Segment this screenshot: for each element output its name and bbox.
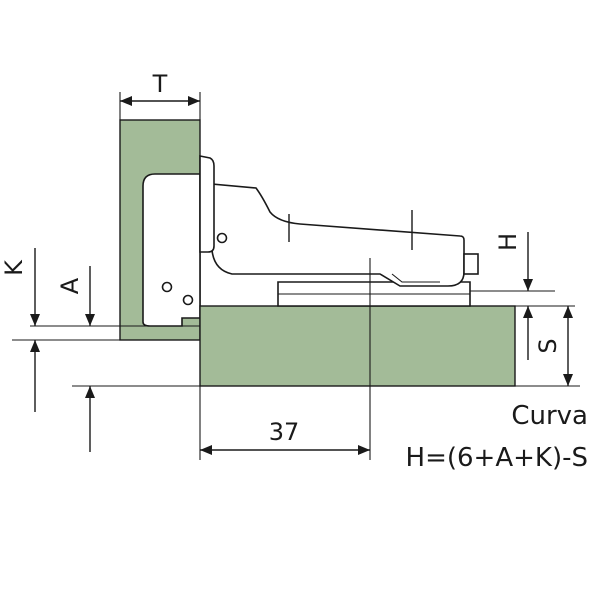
hinge-arm	[199, 155, 479, 386]
label-k: K	[0, 259, 28, 276]
label-s: S	[534, 338, 562, 353]
dimension-a: A	[56, 266, 95, 452]
formula: H=(6+A+K)-S	[406, 443, 588, 473]
reference-lines	[12, 92, 580, 460]
dimension-37: 37	[200, 418, 370, 455]
cabinet-panel	[199, 305, 516, 387]
dimension-h: H	[494, 232, 533, 360]
dimension-k: K	[0, 248, 40, 412]
label-a: A	[56, 277, 84, 294]
dimension-t: T	[120, 70, 200, 106]
dimension-s: S	[534, 306, 573, 386]
label-37: 37	[269, 418, 300, 446]
type-name: Curva	[511, 401, 588, 431]
label-h: H	[494, 233, 522, 251]
door-panel	[119, 119, 201, 341]
label-t: T	[152, 70, 168, 98]
